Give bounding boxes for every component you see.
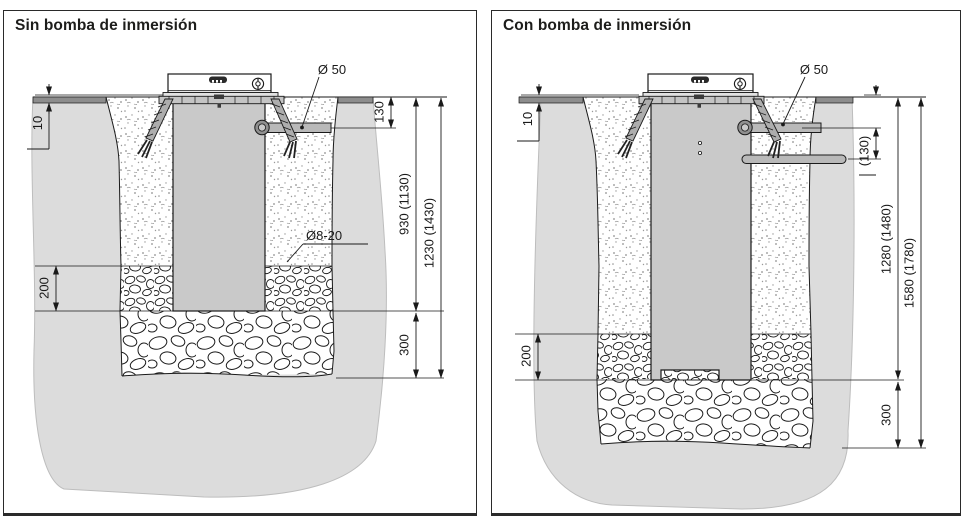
dim-label: 930 (1130) [397, 173, 412, 235]
dimension-tank-depth: 1280 (1480) [879, 97, 901, 380]
dimension-base-gravel: 300 [879, 381, 901, 449]
dimension-base-gravel: 300 [397, 312, 419, 379]
pit-wall-left [582, 96, 602, 445]
dimension-side-gravel: 200 [519, 333, 541, 381]
cover-flange [638, 92, 765, 108]
anchor-strap-right [270, 98, 298, 159]
extension-lines [35, 94, 444, 379]
dimension-cover-offset: 10 [27, 84, 52, 150]
surface-strip-left [518, 96, 584, 104]
gravel-base-layer [597, 379, 813, 448]
lid-lock-icon [733, 77, 747, 90]
panel-with-pump: Con bomba de inmersión [491, 10, 961, 516]
lid-lock-icon [251, 77, 265, 90]
dimension-inlet-depth: 130 [372, 96, 394, 129]
tank-body [172, 96, 266, 312]
dim-label: 300 [879, 404, 894, 426]
dim-label: 200 [519, 345, 534, 367]
tank-body [650, 96, 752, 381]
dim-label: 10 [30, 116, 45, 130]
tank-base-recess-gravel [660, 369, 720, 381]
surface-strip-right [337, 96, 374, 104]
dim-label: 1230 (1430) [422, 198, 437, 268]
gravel-grade-label: Ø8-20 [306, 228, 342, 243]
pipe-diameter-callout: Ø 50 [300, 62, 346, 130]
dim-label: 1580 (1780) [902, 238, 917, 308]
pump-pressure-pipe [741, 154, 847, 164]
anchor-strap-right [752, 98, 782, 159]
gravel-bottom-line [600, 440, 811, 449]
dimension-pipe-offset: (130) [857, 127, 879, 176]
dim-label: 10 [520, 112, 535, 126]
panel-title: Sin bomba de inmersión [15, 17, 198, 34]
pit-wall-left [105, 96, 123, 377]
dim-label: 300 [397, 334, 412, 356]
dimension-tank-depth: 930 (1130) [397, 97, 419, 312]
dim-label: 130 [372, 101, 387, 123]
pit-wall-right [331, 96, 339, 375]
installation-diagram-with-pump: 10 (130) 200 1280 (1480) 1580 (1780 [515, 62, 926, 510]
panel-title: Con bomba de inmersión [503, 17, 692, 34]
tank-cover [638, 73, 765, 108]
lid-handle-icon [209, 76, 227, 83]
dimension-excavation-depth: 1230 (1430) [422, 97, 444, 379]
tank-fitting-hole [697, 150, 702, 155]
lid-handle-icon [691, 76, 709, 83]
panel-without-pump: Sin bomba de inmersión [3, 10, 477, 516]
dim-label: 200 [37, 277, 52, 299]
gravel-bottom-line [121, 372, 333, 378]
dim-label: 1280 (1480) [879, 204, 894, 274]
gravel-base-layer [120, 311, 334, 376]
pipe-diameter-label: Ø 50 [800, 62, 828, 77]
installation-diagram-without-pump: 10 200 130 930 (1130) 1230 (1430) [27, 62, 447, 498]
surface-strip-left [32, 96, 107, 104]
tank-fitting-hole [697, 140, 702, 145]
dimension-excavation-depth: 1580 (1780) [902, 97, 924, 449]
anchor-strap-left [137, 98, 174, 159]
surface-strip-right [815, 96, 854, 104]
dim-label: (130) [857, 136, 872, 166]
pipe-diameter-callout: Ø 50 [781, 62, 828, 127]
anchor-strap-left [617, 98, 654, 159]
dimension-side-gravel: 200 [37, 265, 59, 312]
dimension-cover-offset: 10 [517, 84, 542, 142]
tank-cover [158, 73, 285, 108]
gravel-grade-callout: Ø8-20 [286, 228, 368, 263]
pipe-diameter-label: Ø 50 [318, 62, 346, 77]
